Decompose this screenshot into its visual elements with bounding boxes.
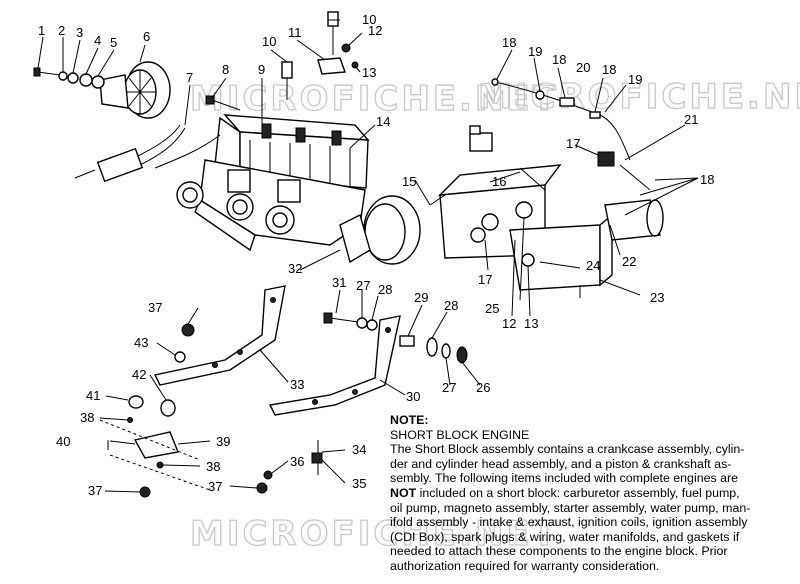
callout-label: 25 <box>485 301 499 316</box>
callout-label: 5 <box>110 35 117 50</box>
note-line-rest: included on a short block: carburetor as… <box>416 485 740 500</box>
callout-label: 7 <box>186 70 193 85</box>
callout-label: 34 <box>352 442 366 457</box>
engine-mount-plate <box>429 125 664 298</box>
callout-label: 12 <box>502 316 516 331</box>
callout-label: 14 <box>376 114 390 129</box>
callout-label: 16 <box>492 174 506 189</box>
callout-label: 3 <box>76 25 83 40</box>
callout-label: 18 <box>700 172 714 187</box>
callout-label: 40 <box>56 434 70 449</box>
callout-label: 43 <box>134 335 148 350</box>
callout-label: 10 <box>262 34 276 49</box>
watermark-bottom: MICROFICHE.NET <box>190 514 559 554</box>
mount-brackets <box>153 285 401 416</box>
note-line: oil pump, magneto assembly, starter asse… <box>390 500 751 515</box>
callout-label: 37 <box>148 300 162 315</box>
recoil-fan-assembly <box>99 61 171 119</box>
callout-label: 37 <box>88 483 102 498</box>
callout-label: 19 <box>628 72 642 87</box>
callout-label: 18 <box>502 35 516 50</box>
note-line: ifold assembly - intake & exhaust, ignit… <box>390 515 748 530</box>
callout-label: 26 <box>476 380 490 395</box>
callout-label: 28 <box>378 282 392 297</box>
callout-label: 9 <box>258 62 265 77</box>
note-line: sembly. The following items included wit… <box>390 471 739 486</box>
callout-label: 30 <box>406 389 420 404</box>
callout-label: 42 <box>132 367 146 382</box>
note-line: The Short Block assembly contains a cran… <box>390 442 745 457</box>
callout-label: 39 <box>216 434 230 449</box>
callout-label: 2 <box>58 23 65 38</box>
leader-lines <box>37 19 699 493</box>
note-not-emphasis: NOT <box>390 485 417 500</box>
callout-labels: 1 2 3 4 5 6 7 8 9 10 10 11 12 13 14 15 1… <box>38 12 714 498</box>
callout-label: 21 <box>684 112 698 127</box>
callout-label: 18 <box>552 52 566 67</box>
note-line: der and cylinder head assembly, and a pi… <box>390 456 732 471</box>
callout-label: 13 <box>524 316 538 331</box>
rubber-mount-stack <box>99 323 211 498</box>
callout-label: 17 <box>478 272 492 287</box>
callout-label: 1 <box>38 23 45 38</box>
callout-label: 13 <box>362 65 376 80</box>
callout-label: 38 <box>206 459 220 474</box>
callout-label: 32 <box>288 261 302 276</box>
callout-label: 28 <box>444 298 458 313</box>
callout-label: 17 <box>566 136 580 151</box>
callout-label: 35 <box>352 476 366 491</box>
callout-label: 24 <box>586 258 600 273</box>
note-heading: NOTE: <box>390 413 429 427</box>
crank-bolt-stack <box>33 67 105 89</box>
callout-label: 8 <box>222 62 229 77</box>
callout-label: 11 <box>288 25 302 40</box>
note-line: needed to attach these components to the… <box>390 544 728 559</box>
callout-label: 20 <box>576 60 590 75</box>
callout-label: 22 <box>622 254 636 269</box>
callout-label: 6 <box>143 29 150 44</box>
callout-label: 15 <box>402 174 416 189</box>
callout-label: 10 <box>362 12 376 27</box>
callout-label: 29 <box>414 290 428 305</box>
engine-block <box>74 114 421 265</box>
callout-label: 33 <box>290 377 304 392</box>
callout-label: 4 <box>94 33 101 48</box>
callout-label: 38 <box>80 410 94 425</box>
note-line: authorization required for warranty cons… <box>390 558 660 573</box>
note-subheading: SHORT BLOCK ENGINE <box>390 427 530 442</box>
callout-label: 19 <box>528 44 542 59</box>
callout-label: 23 <box>650 290 664 305</box>
watermark-right: MICROFICHE.NET <box>478 77 800 117</box>
callout-label: 41 <box>86 388 100 403</box>
callout-label: 27 <box>356 278 370 293</box>
callout-label: 36 <box>290 454 304 469</box>
short-block-note: NOTE: SHORT BLOCK ENGINE The Short Block… <box>390 413 795 574</box>
note-line: (CDI Box), spark plugs & wiring, water m… <box>390 529 740 544</box>
note-line: NOT included on a short block: carbureto… <box>390 486 795 501</box>
callout-label: 18 <box>602 62 616 77</box>
callout-label: 37 <box>208 479 222 494</box>
callout-label: 27 <box>442 380 456 395</box>
mount-bolts <box>256 312 468 494</box>
throttle-cable <box>491 78 651 191</box>
callout-label: 31 <box>332 275 346 290</box>
callout-label: 12 <box>368 23 382 38</box>
